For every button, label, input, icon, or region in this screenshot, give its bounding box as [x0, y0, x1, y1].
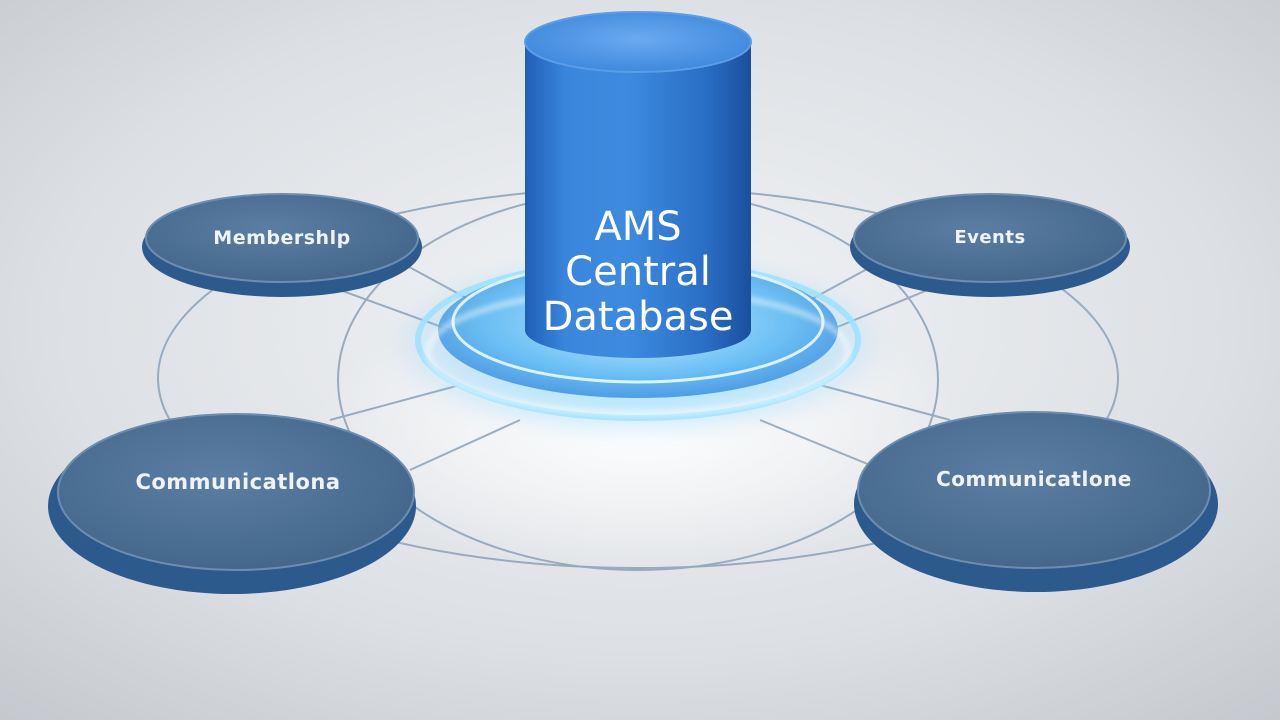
node-events: Events — [850, 193, 1130, 297]
node-label-events: Events — [954, 227, 1025, 248]
node-communications-right: Communicatlone — [854, 411, 1218, 592]
database-label-line-3: Database — [543, 294, 734, 340]
node-label-communications-right: Communicatlone — [936, 467, 1132, 491]
connector-bottom-right-2 — [759, 419, 871, 466]
node-membership: Membershlp — [142, 193, 422, 297]
node-label-membership: Membershlp — [213, 227, 350, 249]
node-communications-left: Communicatlona — [48, 413, 416, 594]
cylinder-top — [524, 11, 752, 73]
connector-bottom-left-2 — [409, 419, 521, 471]
node-label-communications-left: Communicatlona — [135, 470, 340, 494]
database-cylinder: AMS Central Database — [524, 11, 752, 358]
database-label-line-2: Central — [565, 249, 711, 295]
database-label-line-1: AMS — [594, 204, 681, 250]
